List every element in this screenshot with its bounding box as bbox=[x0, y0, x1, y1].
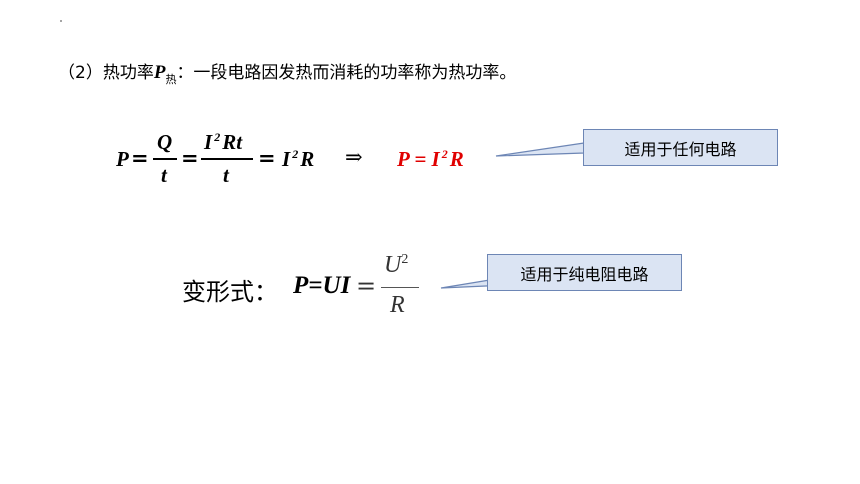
heading-prefix: （2）热功率 bbox=[58, 63, 154, 83]
frac2-denominator: t bbox=[223, 163, 229, 187]
variant-frac-bar bbox=[381, 287, 419, 288]
frac2-bar bbox=[201, 158, 253, 160]
formula1-p: P bbox=[116, 147, 129, 171]
variant-eq: = bbox=[356, 272, 377, 300]
variant-denominator: R bbox=[390, 292, 405, 318]
formula1-eq2: = bbox=[181, 145, 199, 170]
formula1-eq3: = bbox=[258, 145, 276, 170]
decorative-dot bbox=[60, 20, 62, 22]
formula1-eq1: = bbox=[131, 145, 149, 170]
frac1-bar bbox=[153, 158, 177, 160]
heat-power-definition: （2）热功率P热：一段电路因发热而消耗的功率称为热功率。 bbox=[58, 58, 517, 86]
callout-any-circuit: 适用于任何电路 bbox=[583, 129, 778, 166]
variant-lhs: P=UI bbox=[293, 272, 351, 299]
callout1-text: 适用于任何电路 bbox=[624, 139, 737, 159]
heading-subscript: 热 bbox=[165, 73, 177, 86]
callout2-text: 适用于纯电阻电路 bbox=[520, 264, 649, 284]
heading-p-symbol: P bbox=[153, 62, 166, 83]
frac1-denominator: t bbox=[161, 163, 167, 187]
heading-suffix: ：一段电路因发热而消耗的功率称为热功率。 bbox=[176, 63, 517, 83]
implies-arrow: ⇒ bbox=[345, 145, 363, 169]
variant-label: 变形式： bbox=[182, 278, 278, 306]
frac1-numerator: Q bbox=[157, 130, 173, 154]
callout-pure-resistor: 适用于纯电阻电路 bbox=[487, 254, 682, 291]
variant-numerator: U2 bbox=[384, 252, 409, 278]
